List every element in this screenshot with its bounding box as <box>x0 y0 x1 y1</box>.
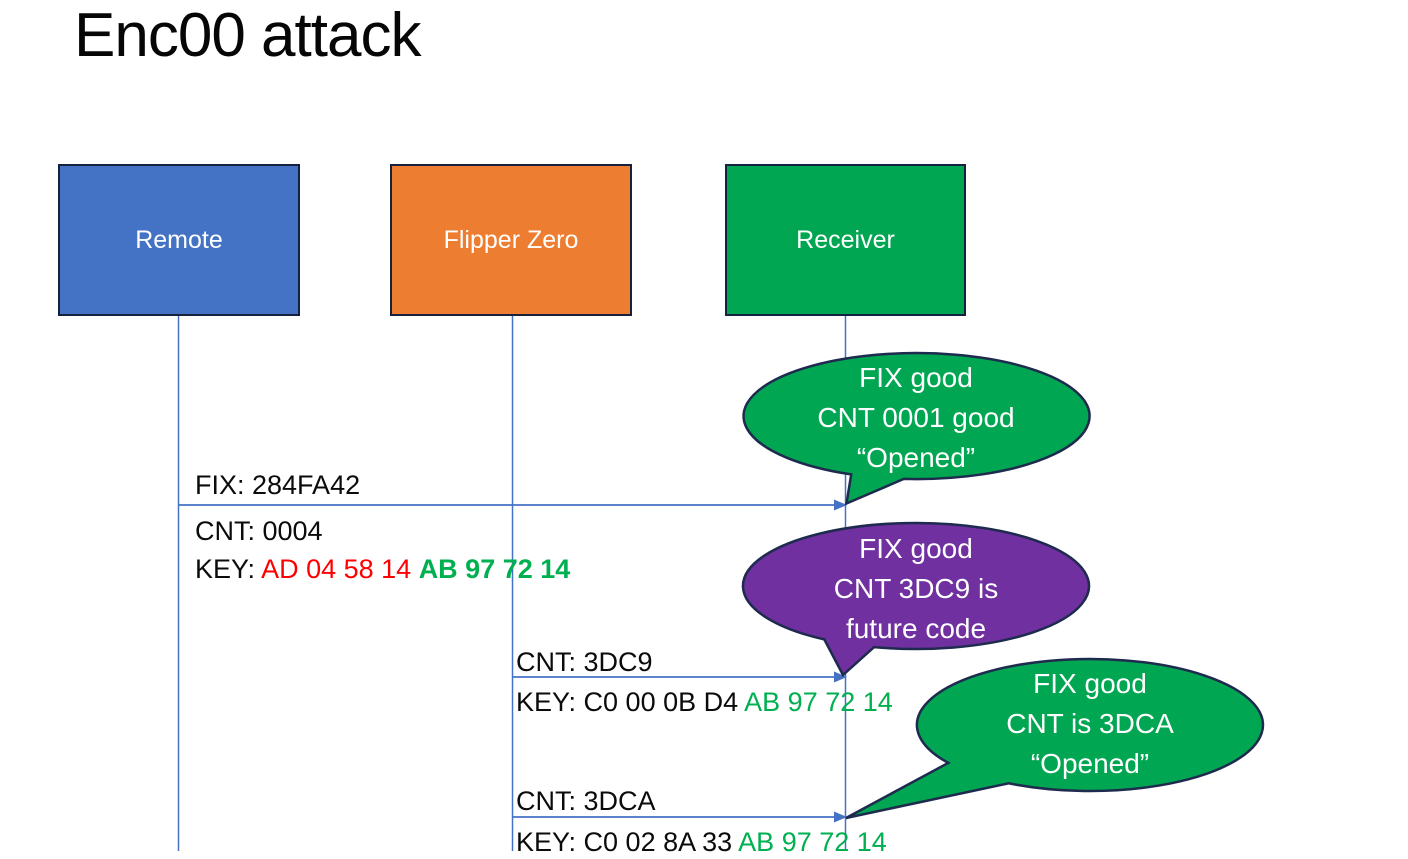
message-2-cnt-label: CNT: 3DC9 <box>516 647 653 677</box>
bubble-1-line-2: CNT 0001 good <box>817 402 1015 433</box>
bubble-3-line-1: FIX good <box>1033 668 1147 699</box>
message-2-key-fixed-bytes: AB 97 72 14 <box>744 687 893 717</box>
actor-label-receiver: Receiver <box>796 225 895 254</box>
message-3-key-prefix: KEY: C0 02 8A 33 <box>516 827 739 857</box>
actor-box-remote: Remote <box>58 164 300 316</box>
bubble-3-line-2: CNT is 3DCA <box>1006 708 1174 739</box>
actor-box-receiver: Receiver <box>725 164 966 316</box>
bubble-3-line-3: “Opened” <box>1030 748 1150 779</box>
bubble-1-line-3: “Opened” <box>856 442 976 473</box>
bubble-1-line-1: FIX good <box>859 362 973 393</box>
actor-label-remote: Remote <box>135 225 223 254</box>
callout-bubble-1-text: FIX good CNT 0001 good “Opened” <box>743 358 1089 478</box>
callout-bubble-3-text: FIX good CNT is 3DCA “Opened” <box>917 664 1263 784</box>
actor-box-flipper-zero: Flipper Zero <box>390 164 632 316</box>
callout-bubble-2-text: FIX good CNT 3DC9 is future code <box>743 529 1089 649</box>
message-3-key-fixed-bytes: AB 97 72 14 <box>738 827 887 857</box>
callout-bubble-2 <box>741 521 1091 678</box>
message-arrow-3-arrowhead-icon <box>834 811 847 823</box>
bubble-2-line-1: FIX good <box>859 533 973 564</box>
message-1-cnt-label: CNT: 0004 <box>195 516 323 546</box>
message-1-key-changing-bytes: AD 04 58 14 <box>261 554 419 584</box>
callout-bubble-1 <box>742 351 1091 506</box>
message-1-key-prefix: KEY: <box>195 554 262 584</box>
message-2-key-label: KEY: C0 00 0B D4 AB 97 72 14 <box>516 685 893 719</box>
message-2-key-prefix: KEY: C0 00 0B D4 <box>516 687 745 717</box>
actor-label-flipper-zero: Flipper Zero <box>443 225 579 254</box>
message-3-cnt-label: CNT: 3DCA <box>516 786 656 816</box>
message-arrow-2-arrowhead-icon <box>834 671 847 683</box>
message-1-fix-label: FIX: 284FA42 <box>195 470 361 500</box>
bubble-2-line-2: CNT 3DC9 is <box>833 573 999 604</box>
bubble-2-line-3: future code <box>845 613 987 644</box>
message-1-key-fixed-bytes: AB 97 72 14 <box>418 554 571 584</box>
message-arrow-1-arrowhead-icon <box>834 499 847 511</box>
callout-bubble-3 <box>845 657 1265 820</box>
message-3-key-label: KEY: C0 02 8A 33 AB 97 72 14 <box>516 825 887 859</box>
message-1-key-label: KEY: AD 04 58 14 AB 97 72 14 <box>195 552 570 586</box>
slide-title: Enc00 attack <box>74 1 421 70</box>
